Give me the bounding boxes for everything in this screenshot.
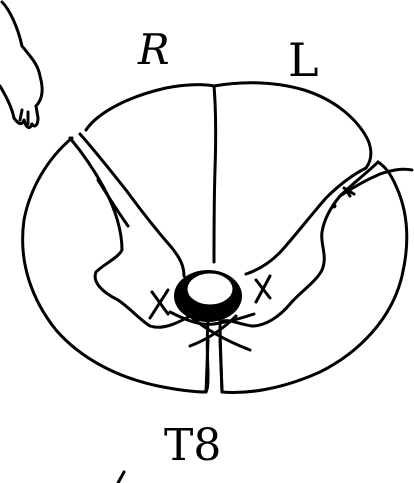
posterior-median-septum	[214, 86, 216, 262]
bottom-mark	[118, 472, 124, 483]
posterior-column-right	[214, 83, 371, 168]
cord-outline-right	[220, 162, 407, 392]
lesion-mark-right	[256, 276, 270, 302]
dorsal-root-dot	[332, 204, 337, 209]
hand-sketch	[0, 2, 42, 127]
grey-matter-right-inner	[246, 168, 366, 274]
label-right: R	[137, 25, 170, 74]
grey-matter-left-inner	[80, 134, 184, 276]
lesion-mark-left	[150, 290, 168, 318]
central-canal-lesion	[174, 270, 242, 322]
label-left: L	[288, 33, 319, 87]
posterior-column-left	[86, 85, 214, 130]
label-level: T8	[164, 420, 221, 471]
